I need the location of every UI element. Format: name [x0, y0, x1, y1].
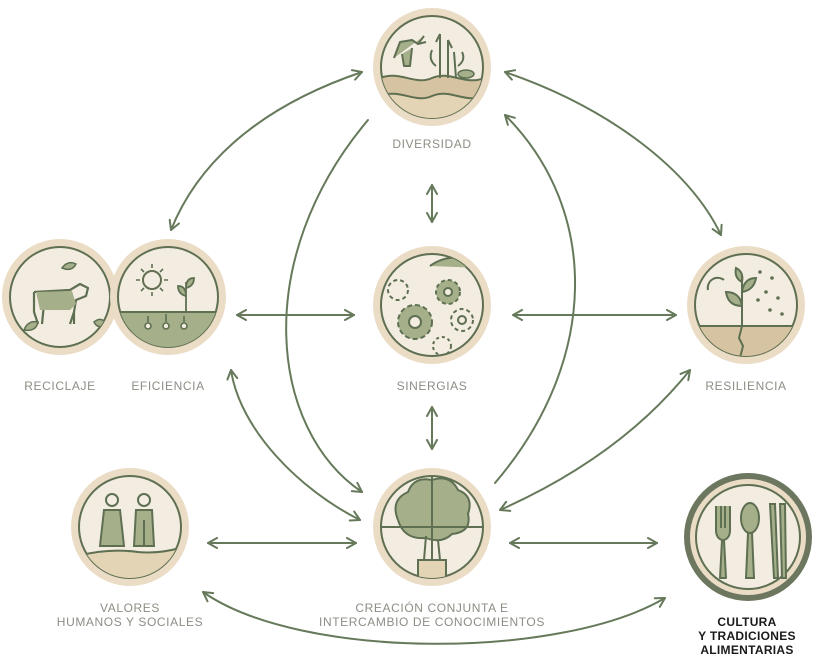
node-resiliencia	[687, 246, 805, 364]
label-creacion: CREACIÓN CONJUNTA E INTERCAMBIO DE CONOC…	[282, 601, 582, 629]
node-valores	[71, 468, 189, 586]
label-diversidad: DIVERSIDAD	[392, 137, 472, 151]
node-diversidad	[373, 8, 491, 126]
label-eficiencia: EFICIENCIA	[131, 379, 205, 393]
trees-puzzle-icon	[381, 476, 483, 578]
label-cultura: CULTURA Y TRADICIONES ALIMENTARIAS	[683, 615, 811, 660]
arrow-creacion-diversidad-right	[494, 114, 576, 484]
cow-leaves-icon	[22, 261, 107, 332]
label-valores: VALORES HUMANOS Y SOCIALES	[30, 601, 230, 629]
label-valores-line-1: VALORES	[100, 601, 160, 615]
label-creacion-line-2: INTERCAMBIO DE CONOCIMIENTOS	[319, 615, 545, 629]
arrow-diversidad-resiliencia	[504, 69, 723, 236]
label-cultura-line-1: CULTURA	[717, 615, 777, 629]
label-reciclaje: RECICLAJE	[24, 379, 96, 393]
label-cultura-line-2: Y TRADICIONES	[698, 629, 796, 643]
label-sinergias: SINERGIAS	[396, 379, 468, 393]
label-cultura-line-3: ALIMENTARIAS	[700, 643, 794, 657]
arrow-diversidad-creacion-left	[285, 119, 369, 493]
arrow-creacion-resiliencia	[499, 369, 691, 512]
node-sinergias	[373, 246, 491, 364]
label-resiliencia: RESILIENCIA	[705, 379, 787, 393]
node-eficiencia	[110, 239, 226, 355]
node-reciclaje	[2, 239, 118, 355]
arrow-eficiencia-creacion	[226, 369, 361, 522]
node-creacion	[373, 468, 491, 586]
node-cultura	[684, 473, 812, 601]
label-creacion-line-1: CREACIÓN CONJUNTA E	[355, 601, 509, 615]
arrow-valores-cultura	[202, 591, 666, 645]
fork-spoon-chopsticks-icon	[715, 502, 788, 579]
arrows	[168, 69, 723, 645]
label-valores-line-2: HUMANOS Y SOCIALES	[56, 615, 204, 629]
arrow-diversidad-reciclaje	[168, 69, 363, 231]
